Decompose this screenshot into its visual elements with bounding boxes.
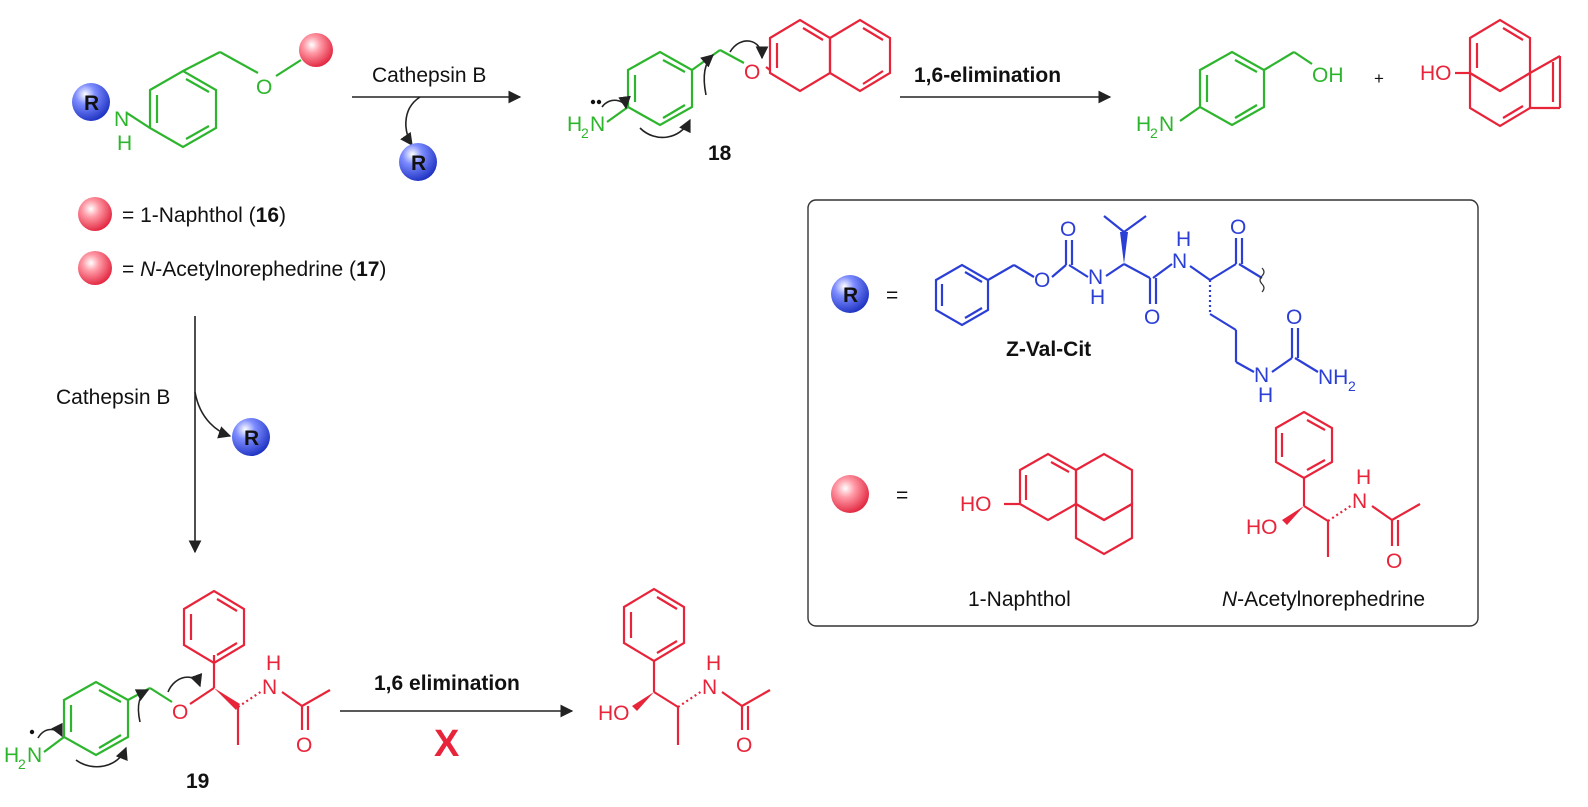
- payload-ball: [831, 475, 869, 513]
- svg-text:HO: HO: [1420, 62, 1452, 85]
- svg-text:H: H: [567, 113, 582, 136]
- svg-text:HO: HO: [598, 702, 630, 725]
- svg-text:H: H: [706, 652, 721, 675]
- svg-text:N: N: [702, 676, 717, 699]
- svg-text:N: N: [1159, 113, 1174, 136]
- svg-text:=: =: [886, 284, 898, 307]
- blocked-cross: X: [434, 723, 460, 765]
- svg-text:OH: OH: [1312, 64, 1344, 87]
- svg-text:R: R: [411, 152, 426, 175]
- legend-line-2: = N-Acetylnorephedrine (17): [122, 258, 386, 281]
- definition-box: R = O O N H O N H: [807, 199, 1479, 627]
- peptide-name: Z-Val-Cit: [1006, 338, 1091, 361]
- r-label: R: [84, 92, 99, 115]
- plus-sign: +: [1374, 69, 1384, 88]
- arrow-cathepsin-top: Cathepsin B R: [352, 64, 522, 181]
- payload-legend: = 1-Naphthol (16) = N-Acetylnorephedrine…: [78, 197, 386, 285]
- ether-oxygen: O: [256, 76, 272, 99]
- svg-text:HO: HO: [1246, 516, 1278, 539]
- svg-text:2: 2: [581, 125, 589, 141]
- naphthalene-ring-b: [828, 18, 892, 93]
- starting-material: O N H R: [72, 33, 333, 155]
- norephedrine-product: HO N H O: [598, 587, 771, 757]
- svg-text:O: O: [1386, 550, 1402, 573]
- benzene-ring: [626, 50, 694, 127]
- svg-text:=: =: [896, 484, 908, 507]
- naphthalene-ring-a: [768, 18, 832, 93]
- svg-text:O: O: [172, 701, 188, 724]
- payload-ball: [78, 251, 112, 285]
- svg-text:O: O: [1034, 269, 1050, 292]
- payload2-name: N-Acetylnorephedrine: [1222, 588, 1425, 611]
- compound-number: 18: [708, 142, 732, 165]
- svg-text:N: N: [1088, 266, 1103, 289]
- svg-text:O: O: [1060, 218, 1076, 241]
- svg-text:H: H: [4, 744, 19, 767]
- svg-text:H: H: [1176, 228, 1191, 251]
- intermediate-19: O N H O H 2 N 19: [4, 589, 331, 793]
- svg-text:1,6-elimination: 1,6-elimination: [914, 64, 1061, 87]
- svg-text:O: O: [296, 734, 312, 757]
- payload-ball: [78, 197, 112, 231]
- svg-text:H: H: [1356, 466, 1371, 489]
- arrow-elimination-top: 1,6-elimination: [900, 64, 1112, 104]
- arrow-elimination-blocked: 1,6 elimination X: [340, 672, 574, 765]
- svg-text:NH: NH: [1318, 366, 1348, 389]
- svg-text:2: 2: [1150, 125, 1158, 141]
- ether-oxygen: O: [744, 61, 760, 84]
- svg-text:O: O: [736, 734, 752, 757]
- payload1-name: 1-Naphthol: [968, 588, 1071, 611]
- arrow-cathepsin-down: Cathepsin B R: [56, 316, 270, 554]
- svg-text:2: 2: [18, 756, 26, 772]
- svg-text:H: H: [1136, 113, 1151, 136]
- svg-text:O: O: [1230, 216, 1246, 239]
- aminobenzyl-alcohol: OH H 2 N: [1136, 50, 1344, 141]
- svg-text:2: 2: [1348, 378, 1356, 394]
- nitrogen: N: [114, 108, 129, 131]
- intermediate-18: O H 2 N 18: [567, 18, 892, 165]
- svg-text:1,6 elimination: 1,6 elimination: [374, 672, 520, 695]
- benzene-ring: [62, 680, 130, 757]
- svg-text:O: O: [1286, 306, 1302, 329]
- svg-text:R: R: [843, 284, 858, 307]
- svg-text:N: N: [262, 676, 277, 699]
- acetylnorephedrine-structure: HO N H O: [1246, 410, 1421, 573]
- svg-text:HO: HO: [960, 493, 992, 516]
- svg-text:H: H: [1258, 384, 1273, 407]
- released-peptide-ball: [399, 143, 437, 181]
- naphthol-product: HO: [1420, 18, 1562, 128]
- svg-text:N: N: [1352, 490, 1367, 513]
- released-peptide-ball: [232, 418, 270, 456]
- svg-text:N: N: [1172, 250, 1187, 273]
- arrow-label: Cathepsin B: [372, 64, 486, 87]
- payload-ball: [299, 33, 333, 67]
- amide-h: H: [117, 132, 132, 155]
- svg-text:H: H: [266, 652, 281, 675]
- z-val-cit-structure: O O N H O N H O: [934, 215, 1356, 407]
- legend-line-1: = 1-Naphthol (16): [122, 204, 286, 227]
- svg-text:R: R: [244, 427, 259, 450]
- svg-text:N: N: [590, 113, 605, 136]
- naphthol-structure: HO: [960, 452, 1134, 556]
- svg-text:N: N: [27, 744, 42, 767]
- svg-text:Cathepsin B: Cathepsin B: [56, 386, 170, 409]
- compound-number: 19: [186, 770, 209, 793]
- peptide-ball: [831, 275, 869, 313]
- svg-text:H: H: [1090, 286, 1105, 309]
- svg-text:O: O: [1144, 306, 1160, 329]
- peptide-ball: [72, 83, 110, 121]
- svg-text:N: N: [1254, 364, 1269, 387]
- benzene-ring: [148, 69, 218, 149]
